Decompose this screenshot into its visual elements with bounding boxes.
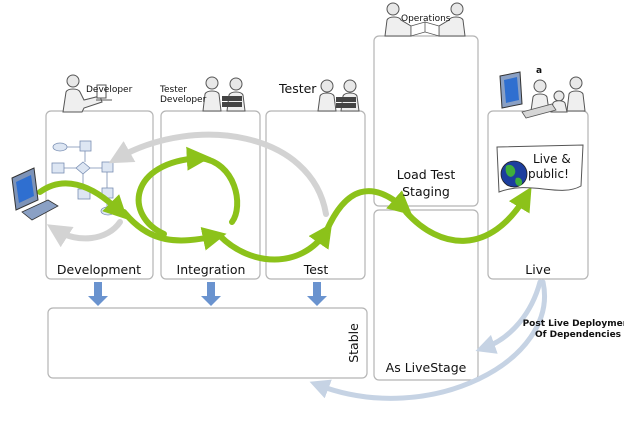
staging-label: Staging	[402, 184, 450, 199]
integration-label: Integration	[177, 262, 246, 277]
down-arrow-integration	[201, 282, 221, 306]
flow-arrow-integration-up	[135, 146, 211, 237]
as-live-stage-box	[373, 209, 479, 381]
live-public-banner	[496, 144, 584, 193]
post-live-note-line1: Post Live Deployment	[523, 319, 624, 329]
flow-arrow-staging-to-live	[403, 186, 532, 244]
flow-arrow-integration-to-test	[217, 223, 333, 263]
feedback-arrow-dev-loop	[46, 219, 123, 248]
post-live-deployment-arrow	[475, 279, 543, 354]
operations-role-label: Operations	[401, 14, 451, 24]
live-banner-line1: Live &	[533, 152, 571, 166]
stable-box	[47, 307, 368, 379]
computer-icon	[11, 167, 59, 221]
flow-arrow-test-to-staging	[323, 188, 413, 235]
stable-label: Stable	[346, 323, 361, 363]
flow-arrow-dev-to-integration	[121, 209, 227, 251]
deploy-down-arrows	[88, 282, 327, 306]
tester-developer-people-icon	[202, 76, 246, 112]
operations-people-icon	[384, 2, 466, 37]
tester-role-label: Tester	[278, 81, 317, 96]
dependency-return-arrow	[309, 279, 547, 401]
test-box	[265, 110, 366, 280]
load-test-label: Load Test	[397, 167, 456, 182]
tester-developer-role-label-1: Tester	[159, 85, 187, 95]
feedback-arrow-test-to-dev	[108, 131, 329, 217]
down-arrow-test	[307, 282, 327, 306]
test-label: Test	[303, 262, 329, 277]
flow-arrow-computer-to-dev	[37, 180, 128, 220]
as-live-stage-label: As LiveStage	[386, 360, 467, 375]
development-label: Development	[57, 262, 141, 277]
developer-role-label: Developer	[86, 85, 133, 95]
live-person-mark: a	[536, 66, 542, 76]
tester-developer-role-label-2: Developer	[160, 95, 207, 105]
developer-person-icon	[62, 74, 112, 113]
down-arrow-development	[88, 282, 108, 306]
live-box	[487, 110, 589, 280]
post-live-note-line2: Of Dependencies	[535, 330, 621, 340]
live-label: Live	[525, 262, 551, 277]
load-test-staging-box	[373, 35, 479, 207]
live-banner-line2: public!	[528, 167, 569, 181]
tester-people-icon	[317, 79, 360, 112]
flow-arrow-integration-loop	[197, 155, 241, 225]
live-users-icon	[499, 71, 586, 119]
